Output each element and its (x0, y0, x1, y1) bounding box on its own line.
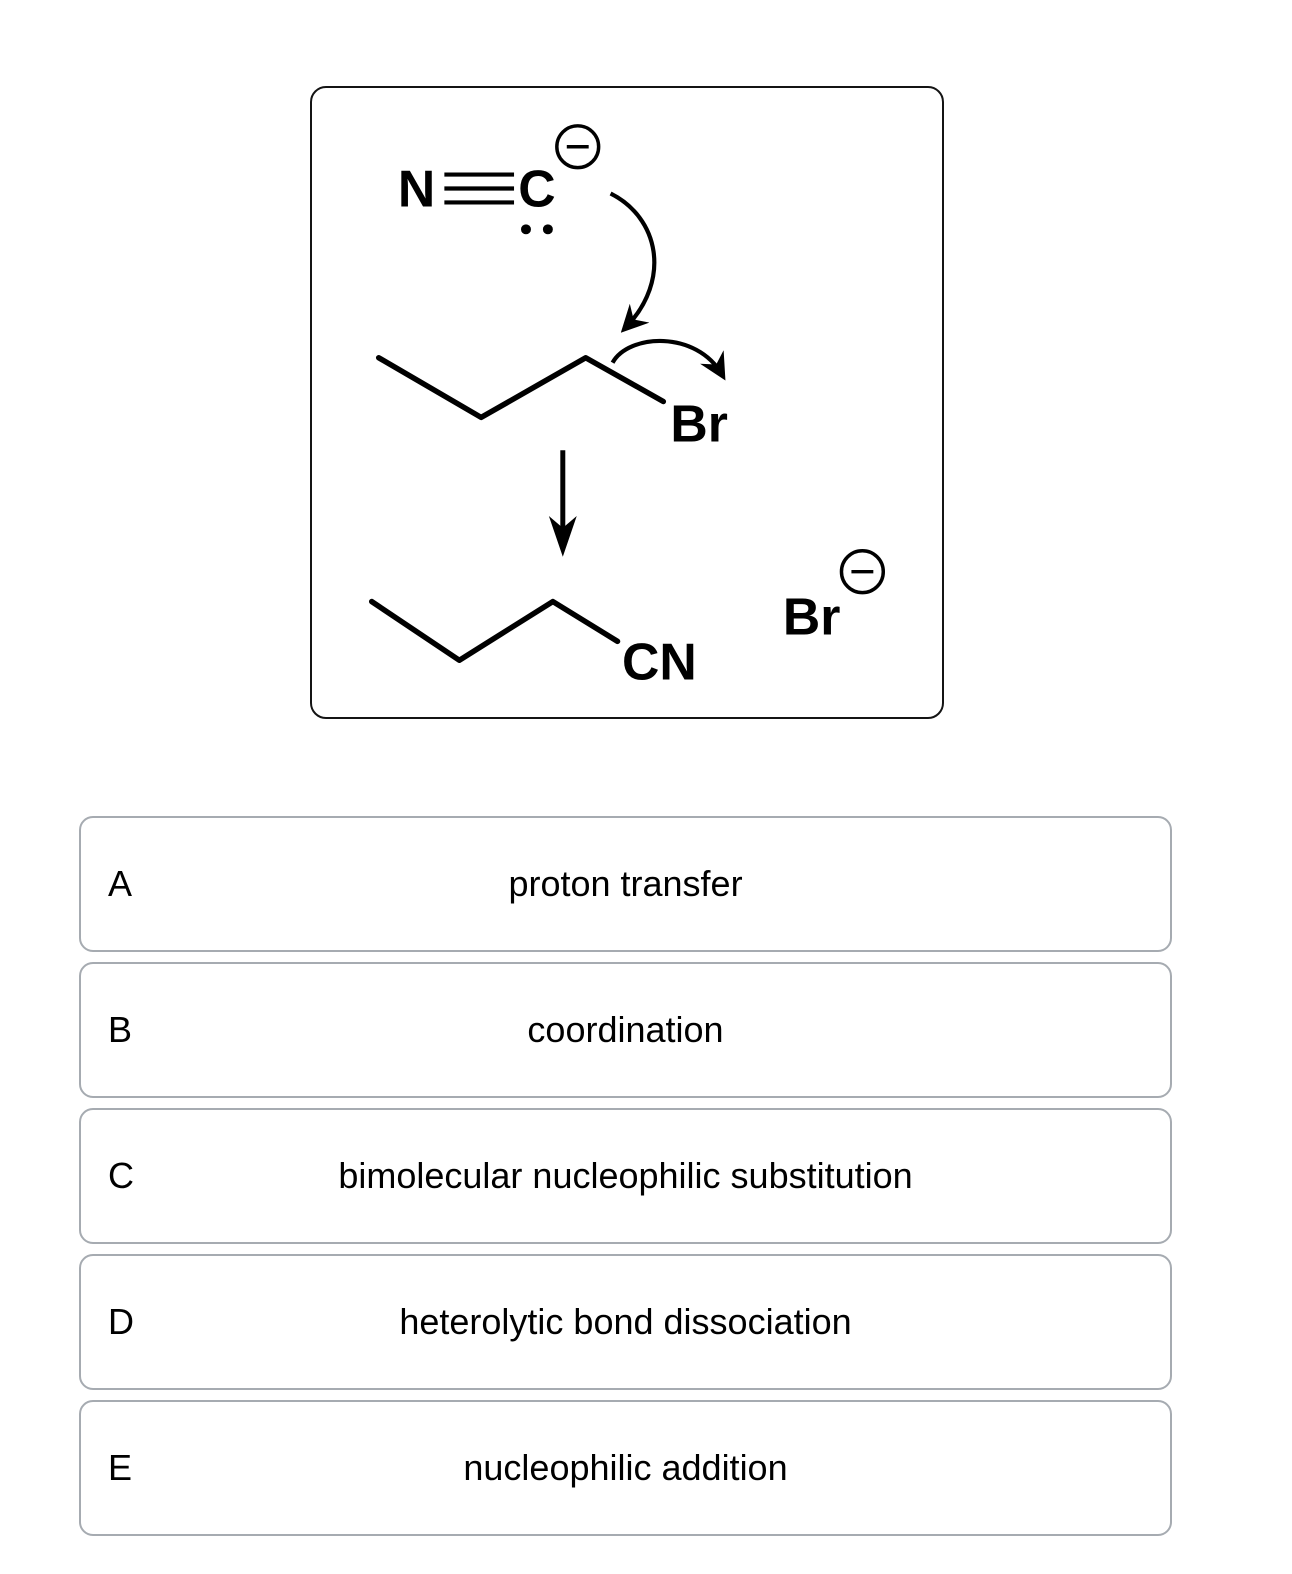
option-letter: A (108, 863, 133, 904)
curved-arrow-nucleophilic-attack (609, 191, 657, 333)
substrate-skeleton (375, 354, 667, 421)
bromide-ion-label: Br (783, 587, 841, 645)
option-label: bimolecular nucleophilic substitution (338, 1155, 913, 1197)
minus-charge-icon (555, 124, 601, 170)
option-letter: C (108, 1155, 134, 1196)
option-letter: B (108, 1009, 133, 1050)
option-card-c[interactable]: C bimolecular nucleophilic substitution (79, 1108, 1172, 1244)
option-label: proton transfer (508, 863, 743, 905)
nitrogen-label: N (398, 160, 435, 218)
mechanism-diagram: N C Br (310, 86, 944, 719)
substrate-bromine-label: Br (670, 394, 728, 452)
option-label: coordination (527, 1009, 724, 1051)
option-card-e[interactable]: E nucleophilic addition (79, 1400, 1172, 1536)
option-card-d[interactable]: D heterolytic bond dissociation (79, 1254, 1172, 1390)
option-letter: E (108, 1447, 133, 1488)
curved-arrow-leaving-group (610, 338, 726, 381)
reaction-arrow (548, 450, 577, 557)
mechanism-drawing: N C Br (368, 124, 886, 690)
triple-bond (444, 172, 515, 205)
bromide-minus-charge-icon (839, 549, 886, 595)
product-skeleton (368, 598, 621, 664)
carbanion-label: C (518, 160, 555, 218)
option-label: heterolytic bond dissociation (399, 1301, 852, 1343)
lone-pair-dots (521, 224, 553, 235)
option-card-a[interactable]: A proton transfer (79, 816, 1172, 952)
option-card-b[interactable]: B coordination (79, 962, 1172, 1098)
product-nitrile-label: CN (622, 632, 697, 690)
option-letter: D (108, 1301, 134, 1342)
option-label: nucleophilic addition (463, 1447, 788, 1489)
